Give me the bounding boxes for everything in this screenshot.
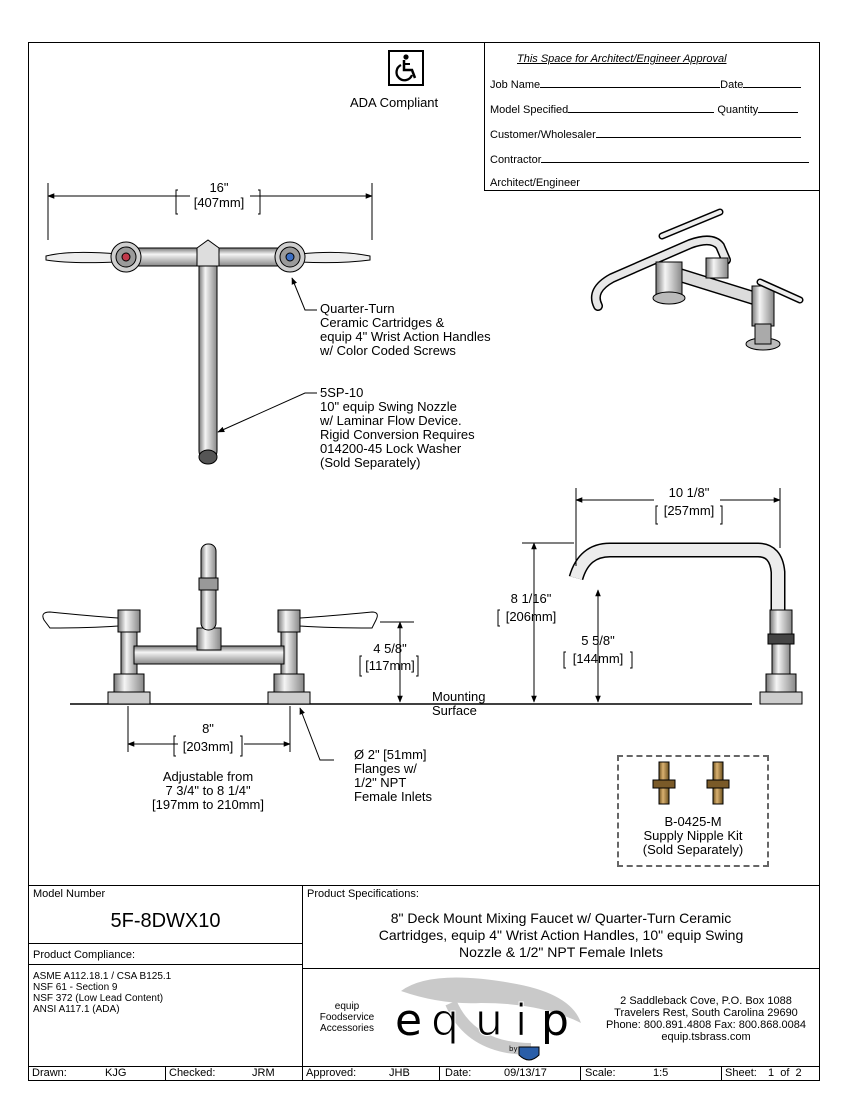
specs-label: Product Specifications: [307, 888, 419, 900]
date-value: 09/13/17 [504, 1067, 547, 1079]
nipple-kit-box [617, 755, 769, 867]
dim-width-top: 16" [209, 180, 229, 195]
checked-label: Checked: [169, 1067, 216, 1079]
model-number-label: Model Number [33, 888, 106, 900]
scale-label: Scale: [585, 1067, 616, 1079]
approved-cell: Approved: JHB [302, 1066, 440, 1081]
compliance-label: Product Compliance: [33, 949, 136, 961]
supply-nipple-kit-drawing [652, 761, 730, 805]
dim-total-height-mm: [206mm] [505, 609, 557, 624]
sheet-value: 1 of 2 [768, 1067, 802, 1079]
drawn-value: KJG [105, 1067, 127, 1079]
dim-reach-mm: [257mm] [663, 503, 715, 518]
approval-contractor-row: Contractor [490, 153, 810, 166]
approved-value: JHB [389, 1067, 410, 1079]
equip-logo: e q u i p by [395, 977, 581, 1061]
ada-icon [388, 50, 424, 86]
checked-value: JRM [252, 1067, 275, 1079]
technical-drawing [42, 183, 804, 805]
date-label: Date: [445, 1067, 472, 1079]
dim-spread: 8" [202, 721, 214, 736]
sheet-cell: Sheet: 1 of 2 [721, 1066, 820, 1081]
approval-architect-row: Architect/Engineer [490, 177, 580, 189]
dim-width-top-mm: [407mm] [193, 195, 245, 210]
dim-outlet-height: 5 5/8" [581, 633, 615, 648]
specs-text: 8" Deck Mount Mixing Faucet w/ Quarter-T… [378, 910, 744, 960]
checked-cell: Checked: JRM [165, 1066, 303, 1081]
date-cell: Date: 09/13/17 [439, 1066, 581, 1081]
logo-letter-p: p [541, 995, 569, 1046]
drawn-cell: Drawn: KJG [28, 1066, 166, 1081]
dim-total-height: 8 1/16" [510, 591, 552, 606]
dim-outlet-height-mm: [144mm] [572, 651, 624, 666]
logo-letter-u: u [475, 995, 503, 1046]
approval-model-row: Model Specified Quantity [490, 103, 799, 116]
logo-letter-e: e [395, 995, 422, 1046]
top-view [45, 183, 373, 465]
scale-cell: Scale: 1:5 [580, 1066, 722, 1081]
dim-reach: 10 1/8" [668, 485, 710, 500]
ts-shield-icon [518, 1046, 540, 1061]
dim-spread-mm: [203mm] [182, 739, 234, 754]
front-view [42, 543, 752, 761]
logo-letter-i: i [515, 995, 527, 1046]
dim-height: 4 5/8" [373, 641, 407, 656]
logo-letter-q: q [431, 995, 459, 1046]
drawn-label: Drawn: [32, 1067, 67, 1079]
logo-by: by [509, 1045, 518, 1053]
dim-height-mm: [117mm] [365, 658, 415, 673]
approved-label: Approved: [306, 1067, 357, 1079]
specs-cell: Product Specifications: 8" Deck Mount Mi… [302, 885, 820, 969]
ada-label: ADA Compliant [350, 95, 439, 110]
isometric-view [590, 208, 804, 351]
compliance-divider [29, 964, 302, 965]
approval-box: This Space for Architect/Engineer Approv… [484, 43, 820, 191]
sheet-label: Sheet: [725, 1067, 757, 1079]
approval-customer-row: Customer/Wholesaler [490, 128, 801, 141]
model-number-cell: Model Number 5F-8DWX10 [28, 885, 303, 944]
model-number-value: 5F-8DWX10 [110, 910, 221, 932]
side-view [497, 488, 803, 705]
approval-title: This Space for Architect/Engineer Approv… [517, 53, 727, 65]
compliance-cell: Product Compliance: ASME A112.18.1 / CSA… [28, 943, 303, 1067]
scale-value: 1:5 [653, 1067, 669, 1079]
